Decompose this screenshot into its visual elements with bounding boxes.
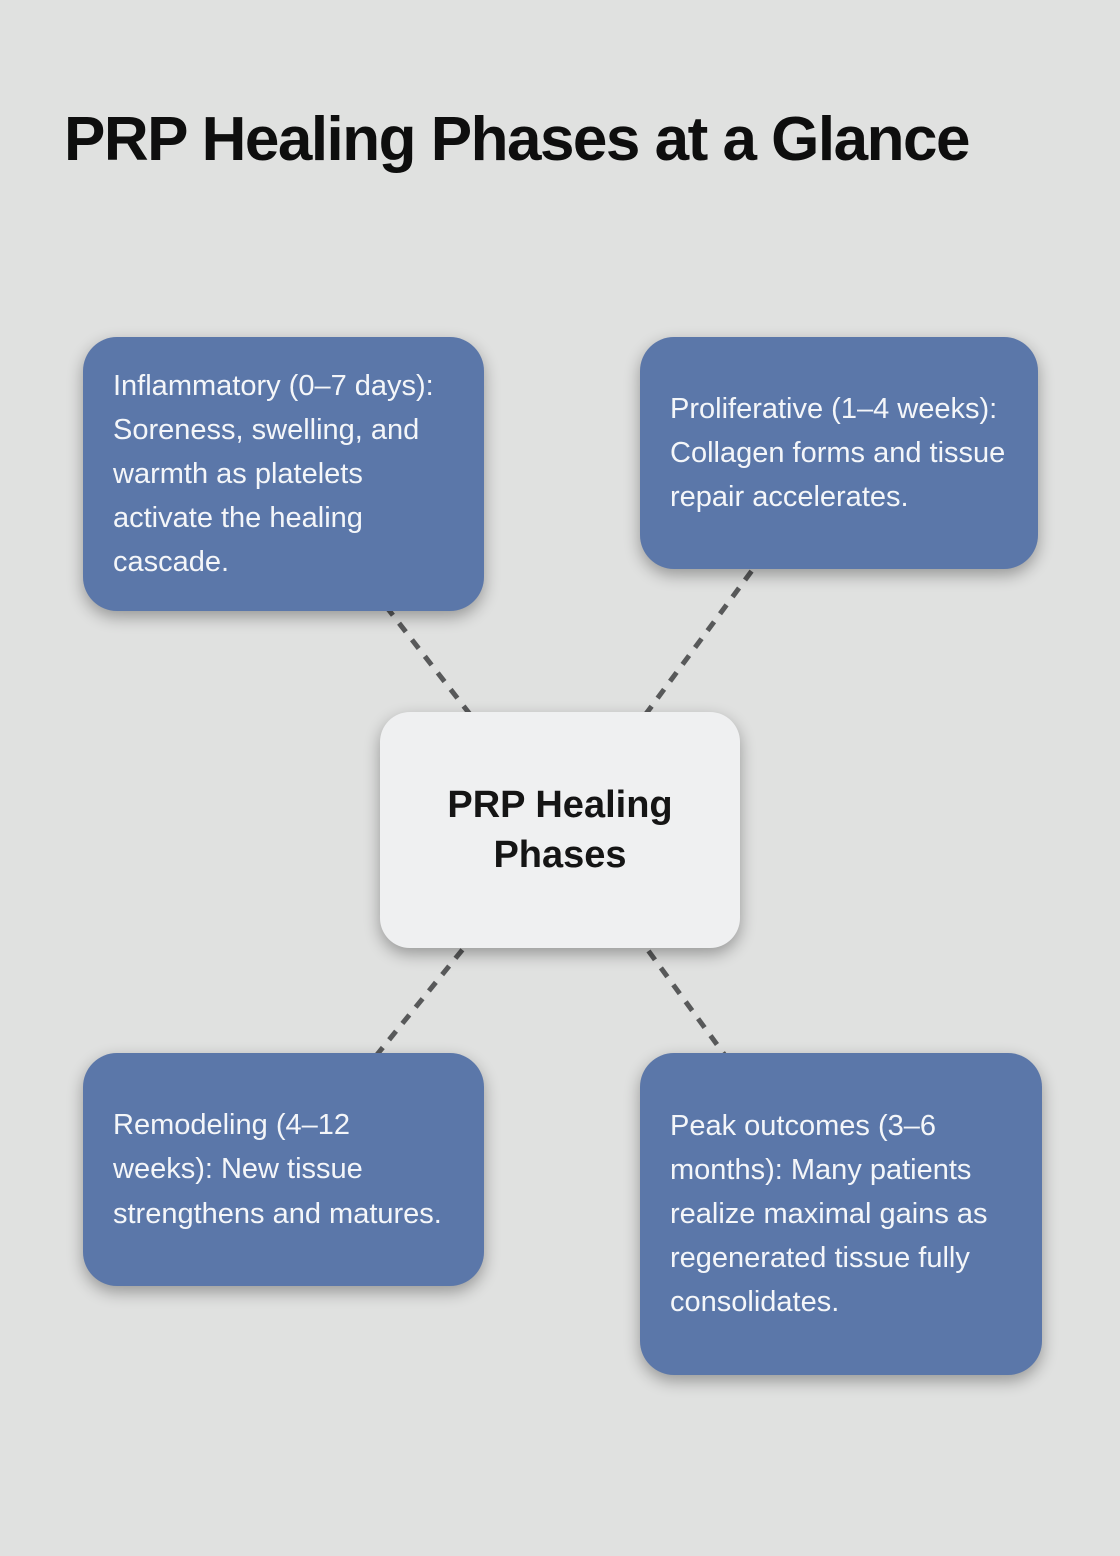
node-peak-outcomes-text: Peak outcomes (3–6 months): Many patient… bbox=[670, 1109, 988, 1319]
connector-peak-outcomes bbox=[557, 828, 844, 1216]
page-title: PRP Healing Phases at a Glance bbox=[64, 105, 970, 174]
node-remodeling-text: Remodeling (4–12 weeks): New tissue stre… bbox=[113, 1109, 442, 1230]
node-peak-outcomes: Peak outcomes (3–6 months): Many patient… bbox=[640, 1053, 1042, 1375]
connector-proliferative bbox=[557, 451, 842, 832]
node-inflammatory: Inflammatory (0–7 days): Soreness, swell… bbox=[83, 337, 484, 611]
center-label: PRP Healing Phases bbox=[447, 783, 673, 876]
node-inflammatory-text: Inflammatory (0–7 days): Soreness, swell… bbox=[113, 369, 434, 579]
node-remodeling: Remodeling (4–12 weeks): New tissue stre… bbox=[83, 1053, 484, 1286]
node-proliferative-text: Proliferative (1–4 weeks): Collagen form… bbox=[670, 392, 1006, 514]
node-proliferative: Proliferative (1–4 weeks): Collagen form… bbox=[640, 337, 1038, 569]
node-center: PRP Healing Phases bbox=[380, 712, 740, 948]
